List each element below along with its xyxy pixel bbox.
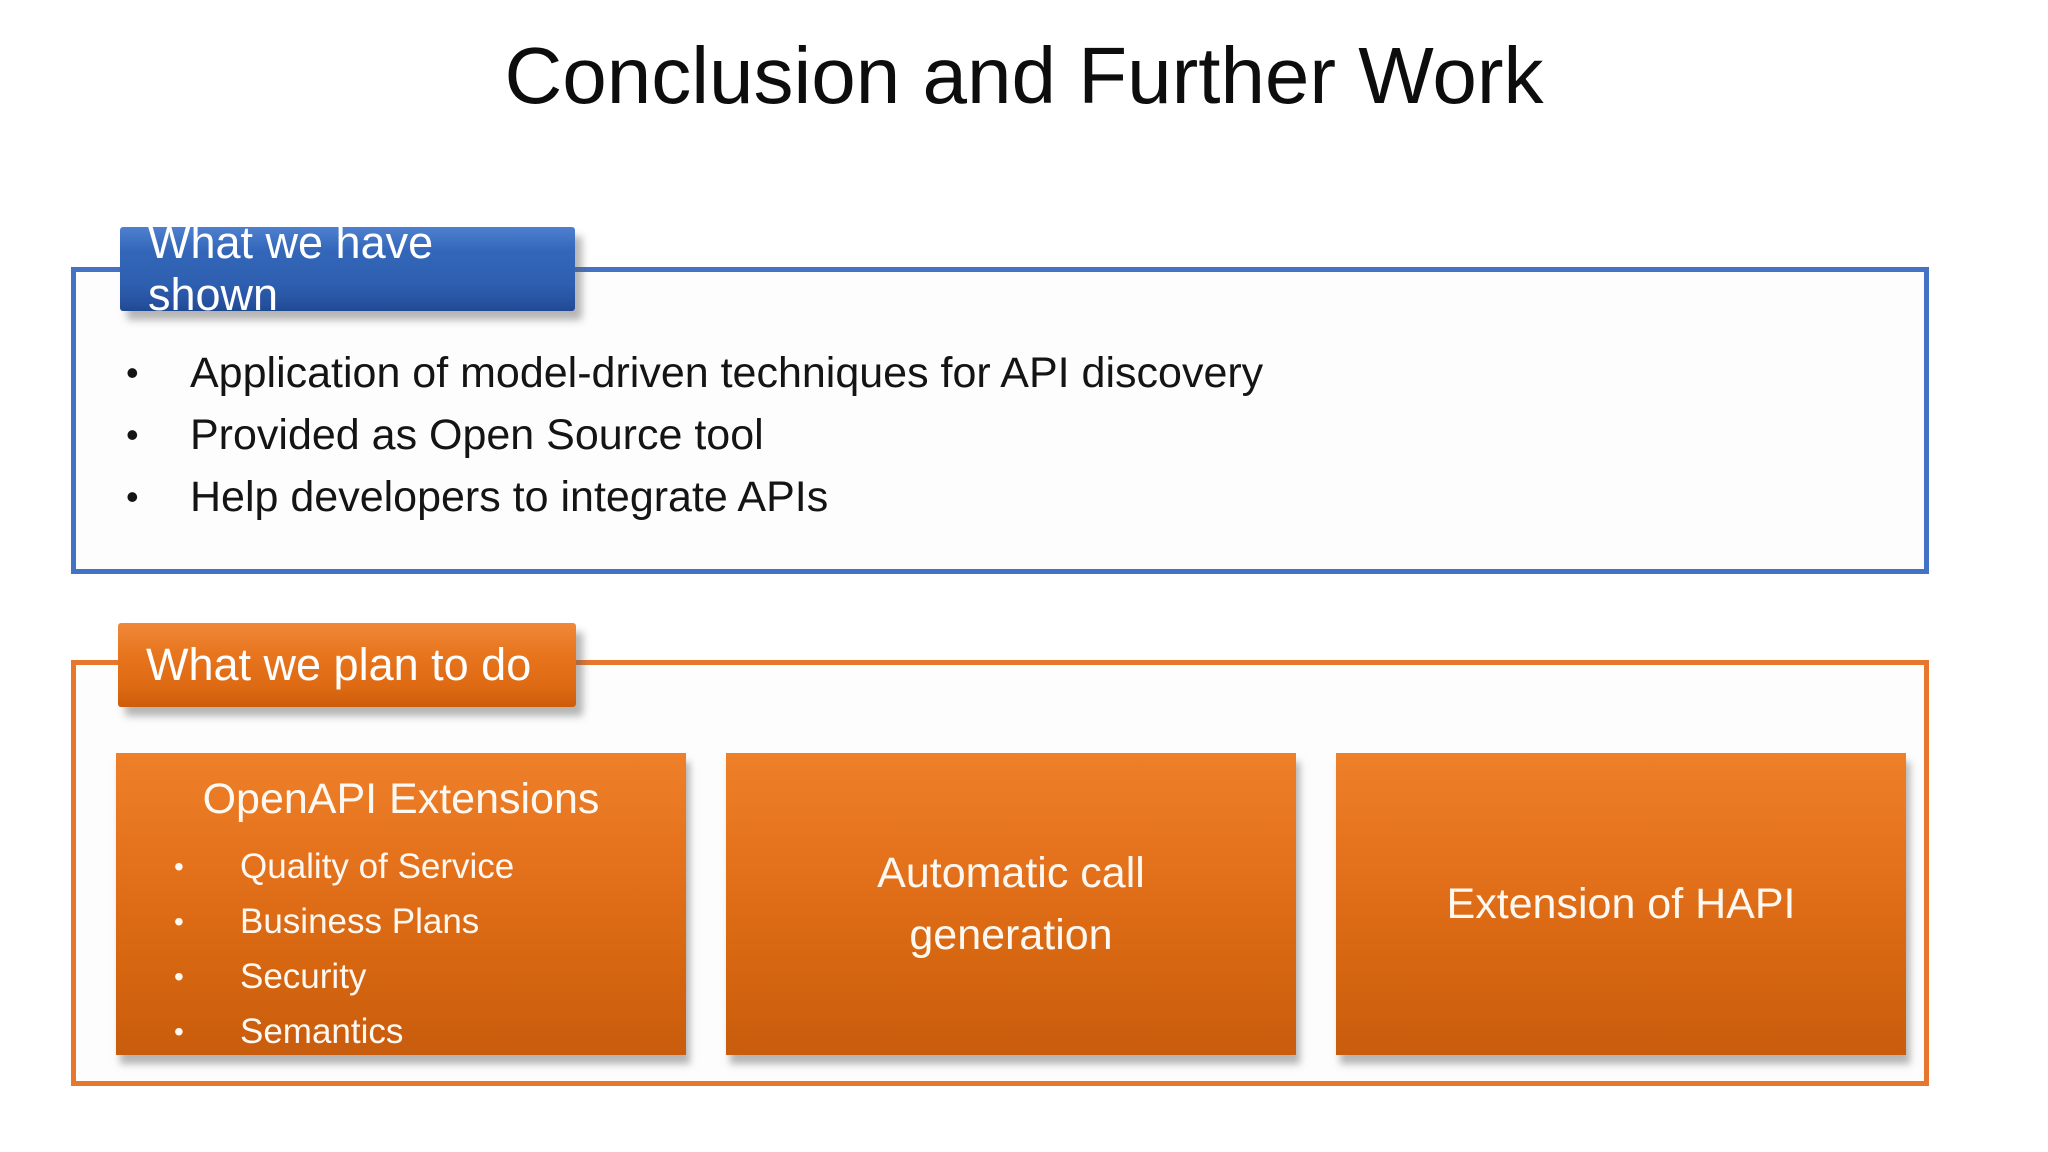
shown-bullet-text: Provided as Open Source tool: [190, 411, 764, 459]
card-bullet-text: Semantics: [240, 1012, 404, 1051]
card-title-line: Extension of HAPI: [1446, 880, 1796, 928]
card-automatic-call-generation: Automatic call generation: [726, 753, 1296, 1055]
shown-bullet-item: • Application of model-driven techniques…: [126, 342, 1263, 404]
shown-bullet-list: • Application of model-driven techniques…: [126, 342, 1263, 528]
bullet-icon: •: [126, 352, 139, 393]
shown-header-label: What we have shown: [148, 217, 434, 320]
shown-bullet-text: Application of model-driven techniques f…: [190, 349, 1264, 397]
bullet-icon: •: [174, 1016, 184, 1047]
card-title-line: generation: [909, 911, 1113, 959]
card-title: Automatic call generation: [726, 753, 1296, 1055]
card-title: OpenAPI Extensions: [202, 775, 600, 823]
card-bullet-item: • Quality of Service: [174, 839, 514, 894]
plan-header-label: What we plan to do: [146, 639, 532, 690]
card-title: Extension of HAPI: [1336, 753, 1906, 1055]
card-bullet-text: Business Plans: [240, 902, 480, 941]
bullet-icon: •: [174, 906, 184, 937]
card-openapi-extensions: OpenAPI Extensions • Quality of Service …: [116, 753, 686, 1055]
bullet-icon: •: [174, 851, 184, 882]
shown-bullet-text: Help developers to integrate APIs: [190, 473, 829, 521]
shown-header-tab: What we have shown: [120, 217, 575, 320]
card-bullet-text: Security: [240, 957, 367, 996]
card-bullet-item: • Business Plans: [174, 894, 514, 949]
card-title-line: Automatic call: [877, 849, 1145, 897]
bullet-icon: •: [174, 961, 184, 992]
bullet-icon: •: [126, 414, 139, 455]
shown-bullet-item: • Help developers to integrate APIs: [126, 466, 1263, 528]
shown-section: What we have shown • Application of mode…: [71, 217, 1929, 574]
plan-section: What we plan to do OpenAPI Extensions • …: [71, 623, 1929, 1086]
card-bullet-item: • Security: [174, 949, 514, 1004]
card-bullet-item: • Semantics: [174, 1004, 514, 1059]
slide-title: Conclusion and Further Work: [504, 31, 1544, 120]
card-bullet-list: • Quality of Service • Business Plans • …: [174, 839, 514, 1059]
plan-header-tab: What we plan to do: [118, 623, 576, 707]
bullet-icon: •: [126, 476, 139, 517]
card-bullet-text: Quality of Service: [240, 847, 515, 886]
shown-bullet-item: • Provided as Open Source tool: [126, 404, 1263, 466]
card-extension-of-hapi: Extension of HAPI: [1336, 753, 1906, 1055]
